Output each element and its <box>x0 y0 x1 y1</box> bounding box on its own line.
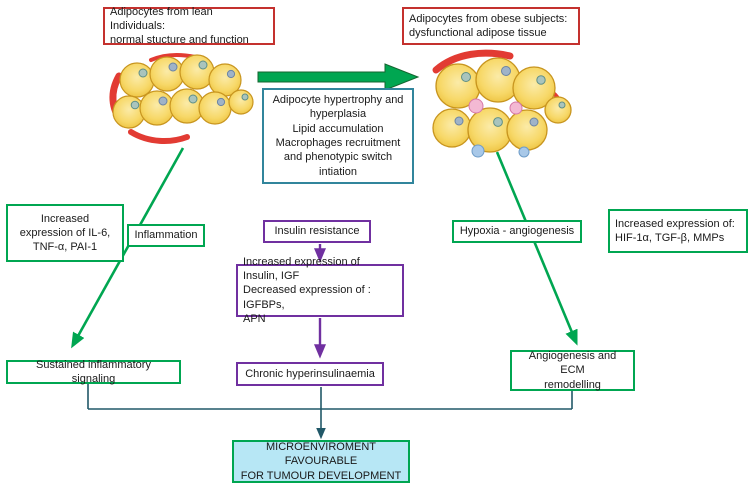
inflammation-box: Inflammation <box>127 224 205 247</box>
sustained-inflammatory-box: Sustained inflammatory signaling <box>6 359 181 385</box>
lean-adipocyte-cluster-illustration <box>109 53 254 144</box>
obese-adipocytes-title-box: Adipocytes from obese subjects: dysfunct… <box>402 7 580 45</box>
lean-adipocytes-title-box: Adipocytes from lean Individuals: normal… <box>103 6 275 46</box>
il6-expression-box: Increased expression of IL-6, TNF-α, PAI… <box>6 204 124 262</box>
tumour-microenvironment-outcome-box: MICROENVIROMENT FAVOURABLE FOR TUMOUR DE… <box>232 440 410 483</box>
hif-expression-box: Increased expression of: HIF-1α, TGF-β, … <box>608 209 748 253</box>
obese-adipocyte-cluster-illustration <box>432 49 572 158</box>
chronic-hyperinsulinaemia-box: Chronic hyperinsulinaemia <box>236 362 384 386</box>
insulin-resistance-box: Insulin resistance <box>263 220 371 243</box>
insulin-igf-expression-box: Increased expression of Insulin, IGF Dec… <box>236 256 404 325</box>
angiogenesis-pathway-arrow <box>495 151 578 346</box>
green-transition-arrow <box>257 63 420 91</box>
angiogenesis-ecm-box: Angiogenesis and ECM remodelling <box>510 350 635 391</box>
adipocyte-process-box: Adipocyte hypertrophy and hyperplasia Li… <box>262 88 414 184</box>
hypoxia-angiogenesis-box: Hypoxia - angiogenesis <box>452 220 582 243</box>
